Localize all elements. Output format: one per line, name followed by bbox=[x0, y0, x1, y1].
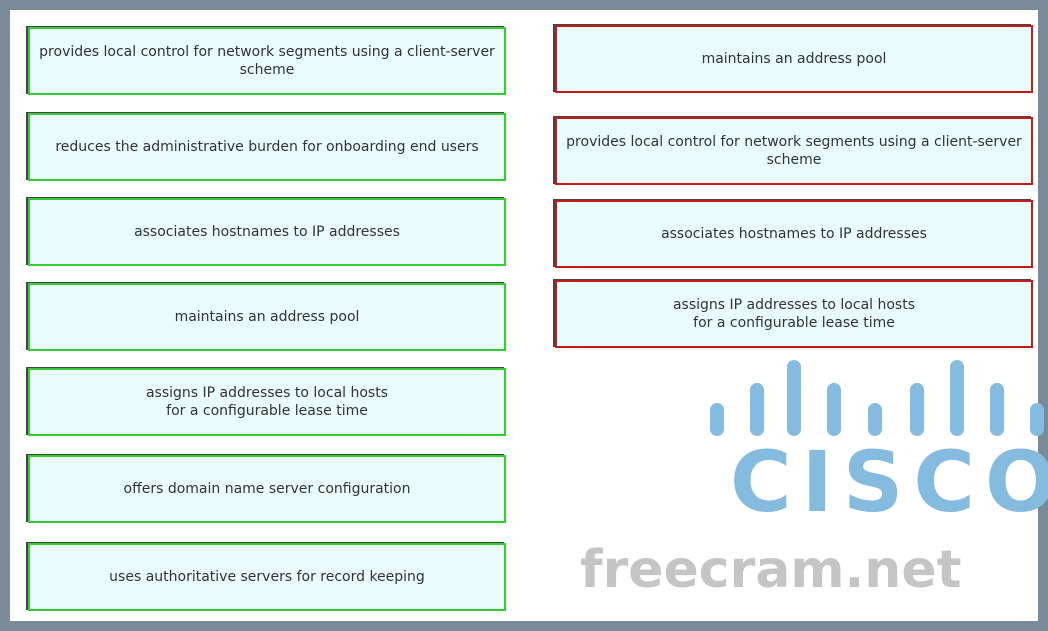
option-item[interactable]: provides local control for network segme… bbox=[28, 27, 506, 95]
logo-bar bbox=[950, 360, 964, 436]
option-item[interactable]: reduces the administrative burden for on… bbox=[28, 113, 506, 181]
cisco-logo bbox=[700, 360, 1044, 436]
option-item[interactable]: maintains an address pool bbox=[28, 283, 506, 351]
target-slot[interactable]: assigns IP addresses to local hosts for … bbox=[555, 280, 1033, 348]
logo-bar bbox=[750, 383, 764, 436]
option-item[interactable]: uses authoritative servers for record ke… bbox=[28, 543, 506, 611]
option-item[interactable]: assigns IP addresses to local hosts for … bbox=[28, 368, 506, 436]
option-item[interactable]: associates hostnames to IP addresses bbox=[28, 198, 506, 266]
logo-bar bbox=[787, 360, 801, 436]
logo-bar bbox=[1030, 403, 1044, 436]
target-slot[interactable]: maintains an address pool bbox=[555, 25, 1033, 93]
target-slot[interactable]: provides local control for network segme… bbox=[555, 117, 1033, 185]
cisco-wordmark: CISCO bbox=[730, 433, 1048, 531]
logo-bar bbox=[710, 403, 724, 436]
logo-bar bbox=[827, 383, 841, 436]
target-slot[interactable]: associates hostnames to IP addresses bbox=[555, 200, 1033, 268]
logo-bar bbox=[990, 383, 1004, 436]
option-item[interactable]: offers domain name server configuration bbox=[28, 455, 506, 523]
logo-bar bbox=[910, 383, 924, 436]
logo-bar bbox=[868, 403, 882, 436]
